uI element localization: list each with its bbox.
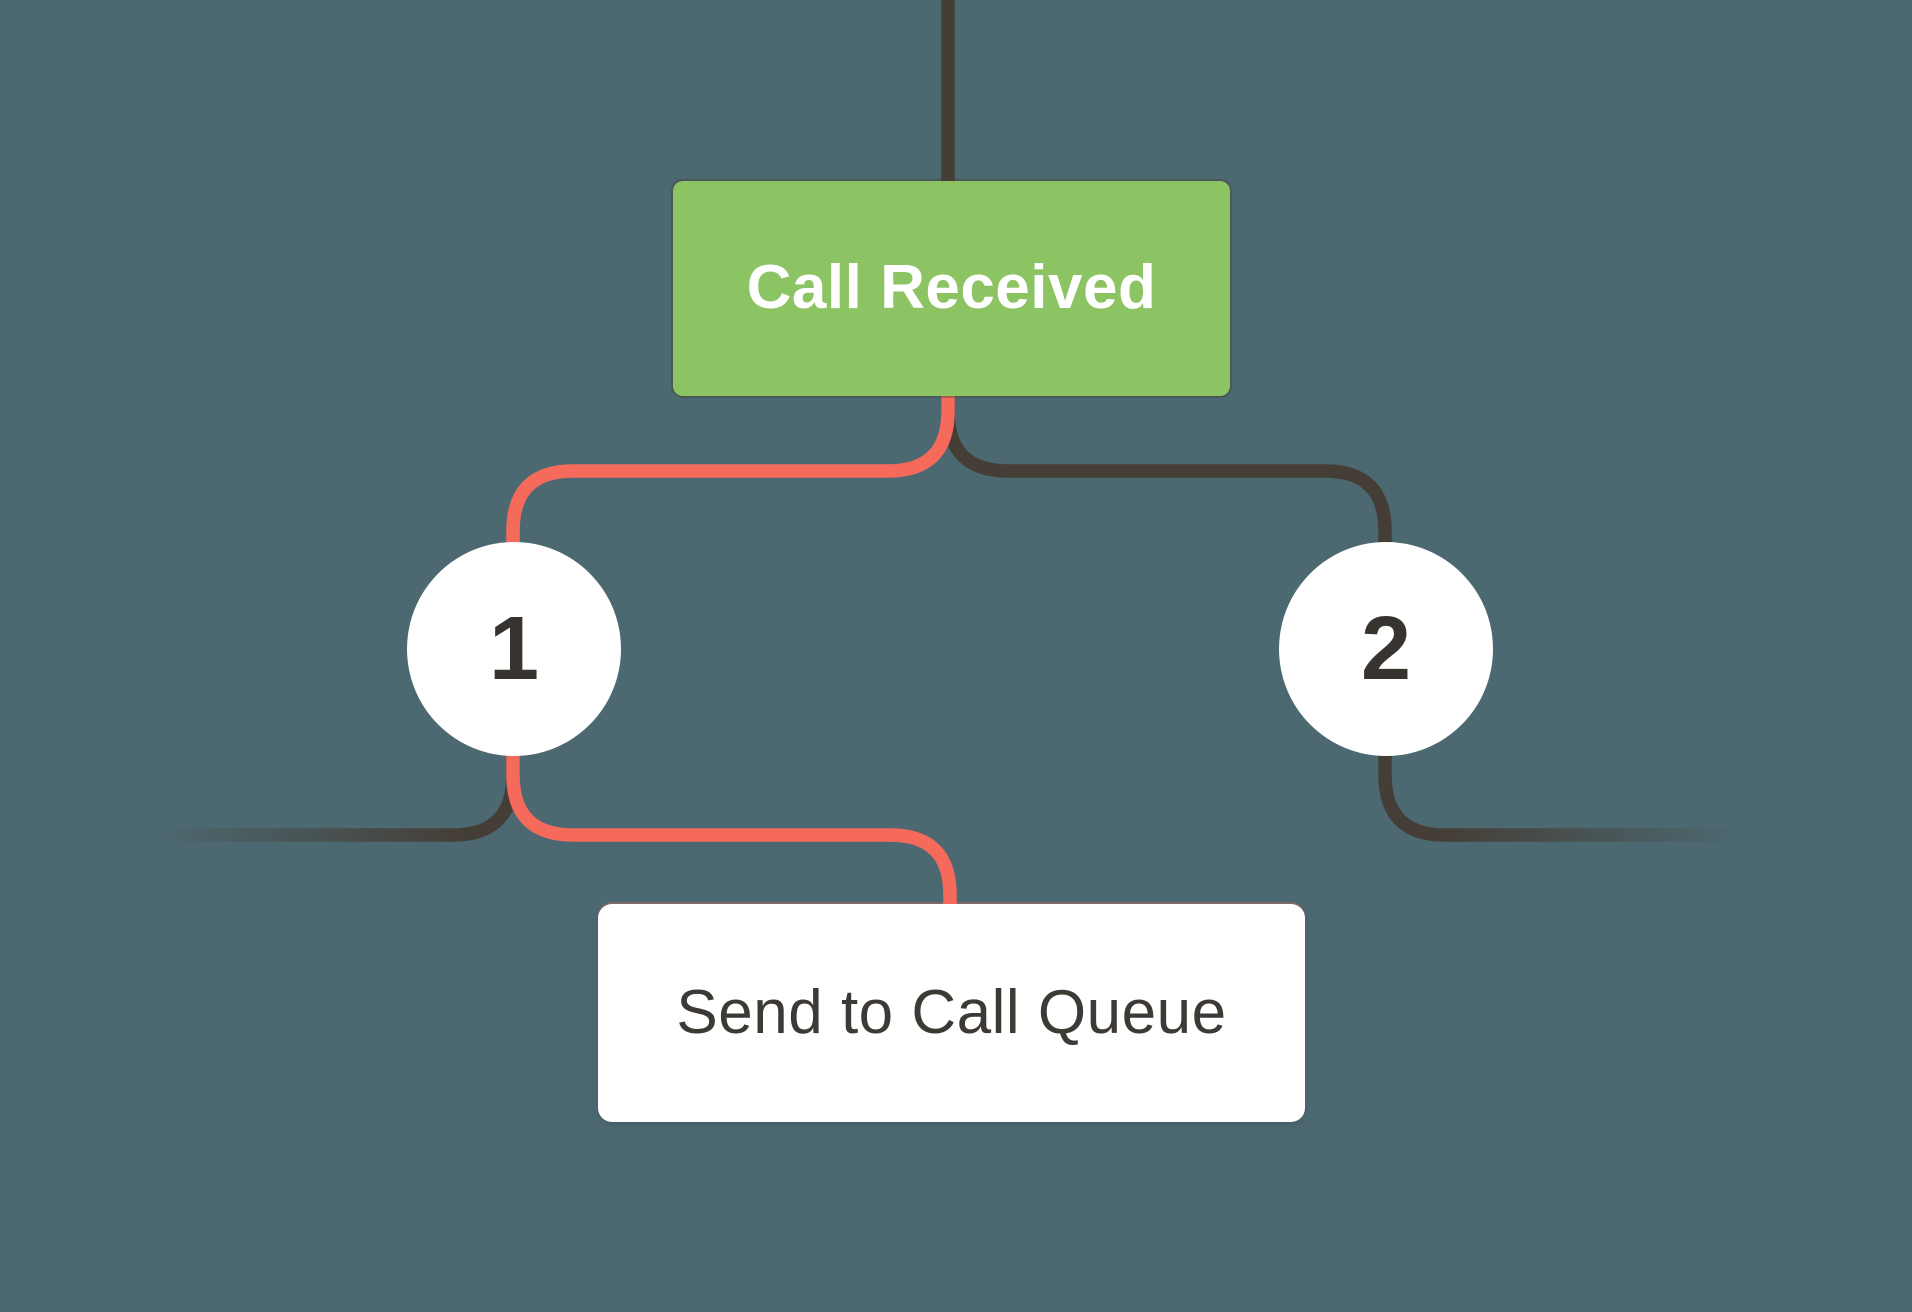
node-send-to-call-queue-label: Send to Call Queue	[676, 977, 1227, 1047]
node-call-received[interactable]: Call Received	[673, 181, 1230, 396]
wire-branch-2-exit-right	[1378, 746, 1737, 842]
wire-branch-1-to-action	[506, 746, 957, 912]
branch-node-2[interactable]: 2	[1279, 542, 1493, 756]
branch-node-1-number: 1	[488, 599, 540, 699]
node-call-received-label: Call Received	[746, 253, 1157, 323]
wire-branch-1	[506, 386, 955, 552]
branch-node-2-number: 2	[1360, 599, 1412, 699]
wire-branch-2	[941, 386, 1392, 552]
branch-node-1[interactable]: 1	[407, 542, 621, 756]
wire-branch-1-exit-left	[162, 746, 520, 842]
node-send-to-call-queue[interactable]: Send to Call Queue	[598, 904, 1305, 1122]
